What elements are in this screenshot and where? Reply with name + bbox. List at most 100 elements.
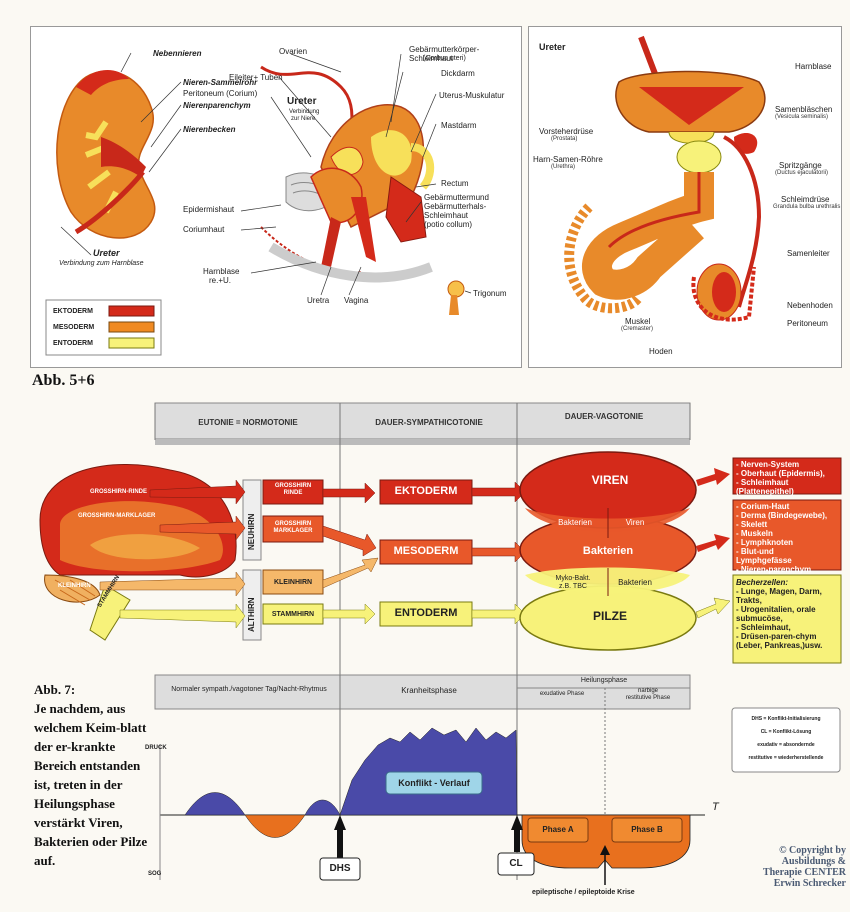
label-mastdarm: Mastdarm [441,121,477,130]
label-muttermund-1: Gebärmuttermund [424,193,489,202]
caption-abb-7: Abb. 7: Je nachdem, aus welchem Keim-bla… [34,680,152,870]
label-kidney-ureter: Ureter [93,248,120,258]
label-schleimdruse: Schleimdrüse [781,195,830,204]
label-samenleiter: Samenleiter [787,249,830,258]
list-entoderm-item-2: - Urogenitalien, orale [736,605,816,614]
label-schleimhaut: Gebärmutterkörper-Schleimhaut [409,45,480,63]
list-mesoderm-item-4: - Lymphknoten [736,538,794,547]
label-male-harnblase: Harnblase [795,62,832,71]
graph-header-restitutive: restitutive Phase [625,695,671,701]
label-nierenbecken: Nierenbecken [183,125,236,134]
graph-header-exudativ: exudative Phase [539,691,585,697]
graph-phase-a: Phase A [542,825,574,834]
label-male-ureter: Ureter [539,42,566,52]
label-harnblase-1: Harnblase [203,267,240,276]
box-stammhirn: STAMMHIRN [271,611,315,618]
ellipse-viren: VIREN [591,473,629,487]
kidney-illustration [56,69,156,239]
figure-5-drawing [45,52,472,356]
copyright-line-2: Therapie CENTER [762,867,846,878]
legend-entoderm-label: ENTODERM [53,340,93,347]
label-muskel-sub: (Cremaster) [621,326,654,332]
list-entoderm-item-5: - Drüsen-paren-chym [736,632,817,641]
label-spritzgange-sub: (Ductus ejaculatorii) [775,170,829,176]
figure-5-panel: Nebennieren Nieren-Sammelrohr Nierenpare… [30,26,522,368]
label-vorsteherdruse: Vorsteherdrüse [539,127,594,136]
list-mesoderm-item-7: - Nieren-parenchym [736,565,812,574]
germ-mesoderm: MESODERM [393,545,459,557]
label-female-ureter-sub2: zur Niere [291,116,316,122]
label-coriumhaut: Coriumhaut [183,225,225,234]
box-grosshirn-marklager-a: GROSSHIRN [274,521,312,527]
list-mesoderm-item-0: - Corium-Haut [736,502,790,511]
list-ektoderm-item-2: - Schleimhaut [736,478,789,487]
brain-label-kleinhirn: KLEINHIRN [58,583,91,589]
caption-abb-7-text: Je nachdem, aus welchem Keim-blatt der e… [34,701,148,868]
ellipse-pilze: PILZE [592,609,627,623]
list-mesoderm-item-2: - Skelett [736,520,768,529]
label-vorsteherdruse-sub: (Prostata) [551,136,578,142]
graph-dhs: DHS [329,863,351,874]
graph-label-druck: DRUCK [145,745,167,751]
legend-ektoderm-label: EKTODERM [53,308,93,315]
graph-legend-item-3: restitutive = wiederherstellende [748,755,824,761]
ellipse-bakterien-right: Bakterien [618,578,652,587]
list-mesoderm-item-5: - Blut-und [736,547,774,556]
label-dickdarm: Dickdarm [441,69,475,78]
graph-phase-b: Phase B [631,825,663,834]
graph-legend-item-0: DHS = Konflikt-Initialisierung [751,716,821,722]
germ-ektoderm: EKTODERM [394,485,458,497]
label-nierenparenchym: Nierenparenchym [183,101,251,110]
germ-entoderm: ENTODERM [394,607,458,619]
header-eutonie: EUTONIE = NORMOTONIE [198,418,298,427]
label-schleimdruse-sub: Grandula bulba urethralis [773,204,841,210]
copyright-line-1: Ausbildungs & [781,856,846,867]
label-rectum: Rectum [441,179,469,188]
label-ovarien: Ovarien [279,47,308,56]
list-ektoderm: - Nerven-System- Oberhaut (Epidermis),- … [736,460,825,496]
brain-label-marklager: GROSSHIRN-MARKLAGER [78,513,156,519]
copyright-line-0: © Copyright by [779,845,846,856]
figure-6-panel: Ureter Harnblase Samenbläschen (Vesicula… [528,26,842,368]
list-ektoderm-item-0: - Nerven-System [736,460,800,469]
graph-label-sog: SOG [148,871,162,877]
header-sympathicotonie: DAUER-SYMPATHICOTONIE [375,418,483,427]
graph-header-krankheit: Kranheitsphase [401,686,457,695]
label-hoden: Hoden [649,347,673,356]
list-entoderm-item-4: - Schleimhaut, [736,623,791,632]
label-neuhirn: NEUHIRN [247,513,256,550]
list-entoderm-title: Becherzellen: [736,578,789,587]
ellipse-myko-2: z.B. TBC [559,583,587,590]
label-nebennieren: Nebennieren [153,49,202,58]
list-entoderm-item-3: submucöse, [736,614,783,623]
label-muttermund-3: Schleimhaut [424,211,469,220]
label-female-ureter: Ureter [287,96,317,107]
ellipse-viren-small: Viren [625,518,645,527]
list-entoderm: Becherzellen: - Lunge, Magen, Darm, Trak… [736,578,822,650]
ellipse-bakterien: Bakterien [582,545,634,557]
legend-entoderm-swatch [108,337,155,349]
label-harnsamenrohre-sub: (Urethra) [551,164,576,170]
list-entoderm-item-0: - Lunge, Magen, Darm, [736,587,822,596]
list-ektoderm-item-1: - Oberhaut (Epidermis), [736,469,825,478]
label-uretra: Uretra [307,296,330,305]
list-entoderm-item-1: Trakts, [736,596,762,605]
list-ektoderm-item-3: (Plattenepithel) [736,487,794,496]
graph-axis-t: T [712,801,719,813]
label-muttermund-4: (potio collum) [424,220,473,229]
graph-header-normal: Normaler sympath./vagotoner Tag/Nacht-Rh… [171,686,327,693]
graph-konflikt-verlauf: Konflikt - Verlauf [398,778,470,788]
label-female-ureter-sub1: Verbindung [289,109,320,115]
copyright-line-3: Erwin Schrecker [773,878,846,889]
box-grosshirn-rinde-b: RINDE [283,490,303,496]
graph-header-heilung: Heilungsphase [580,677,628,684]
graph-cl: CL [509,858,523,869]
label-muskel: Muskel [625,317,651,326]
label-althirn: ALTHIRN [247,597,256,632]
label-kidney-ureter-sub: Verbindung zum Harnblase [59,260,144,267]
label-nieren-sammelrohr: Nieren-Sammelrohr [183,78,258,87]
box-kleinhirn: KLEINHIRN [273,579,313,586]
label-vagina: Vagina [344,296,369,305]
